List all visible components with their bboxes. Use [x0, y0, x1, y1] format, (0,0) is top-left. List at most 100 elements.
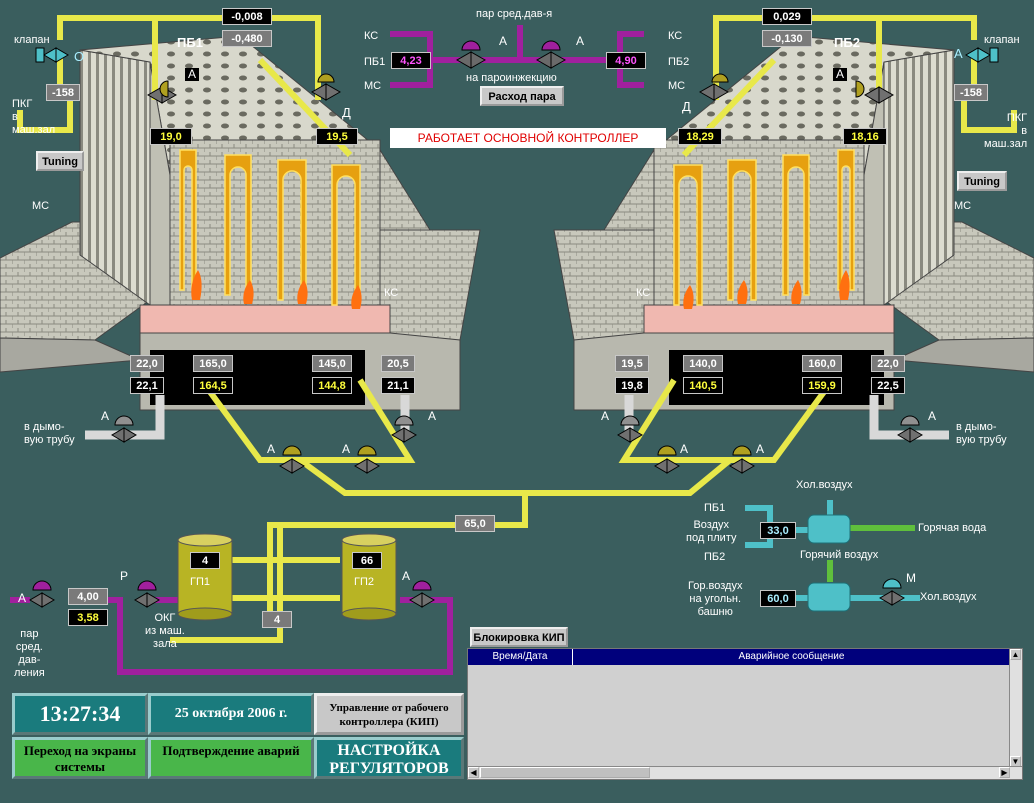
temp-right-1: 18,29 [678, 128, 722, 145]
air-under-label: Воздух под плиту [686, 519, 737, 544]
valves [29, 47, 991, 608]
scroll-left-icon[interactable]: ◀ [468, 767, 479, 778]
out-left-2-bottom: 164,5 [193, 377, 233, 394]
ks-label-left: КС [364, 30, 379, 42]
column-separator [572, 649, 573, 665]
steam-valve1-mode: А [499, 34, 508, 48]
ks-label-right: КС [668, 30, 683, 42]
temp-right-2: 18,16 [843, 128, 887, 145]
alarm-table-header: Время/Дата Аварийное сообщение [468, 649, 1010, 665]
flue-right-valve-1-mode: А [601, 409, 610, 423]
steam-valve2-mode: А [576, 34, 585, 48]
vertical-scrollbar[interactable]: ▲ ▼ [1009, 649, 1022, 767]
gp1-value: 4 [190, 552, 220, 569]
press-right-bottom: -0,130 [762, 30, 812, 47]
chimney-right-label: в дымо- вую трубу [956, 421, 1007, 446]
heat-exchangers [807, 514, 851, 612]
water-pipes [827, 525, 915, 582]
controller-status: РАБОТАЕТ ОСНОВНОЙ КОНТРОЛЛЕР [390, 128, 666, 148]
scroll-right-icon[interactable]: ▶ [999, 767, 1010, 778]
boiler-left-mode-d: Д [342, 105, 351, 120]
press-right-top: 0,029 [762, 8, 812, 25]
temp-left-2: 19,5 [316, 128, 358, 145]
regulator-settings-button[interactable]: НАСТРОЙКА РЕГУЛЯТОРОВ [314, 737, 464, 779]
boiler-right-title: ПБ2 [834, 35, 860, 50]
valve-right-label: клапан [984, 34, 1020, 46]
out-left-3-bottom: 144,8 [312, 377, 352, 394]
air-value: 33,0 [760, 522, 796, 539]
gp2-value: 66 [352, 552, 382, 569]
injection-label: на пароинжекцию [466, 72, 557, 84]
pkg-right-label: ПКГ в маш.зал [984, 112, 1028, 150]
pb2-steam-label: ПБ2 [668, 56, 690, 68]
out-right-1-bottom: 19,8 [615, 377, 649, 394]
tuning-left-button[interactable]: Tuning [36, 151, 84, 171]
steam-flow-button[interactable]: Расход пара [480, 86, 564, 106]
coal-air-value: 60,0 [760, 590, 796, 607]
boiler-right-mode-d: Д [682, 99, 691, 114]
out-left-2-top: 165,0 [193, 355, 233, 372]
flue-right-valve-2-mode: А [928, 409, 937, 423]
air-pb1-label: ПБ1 [704, 502, 726, 514]
out-right-3-bottom: 159,9 [802, 377, 842, 394]
column-alarm-message[interactable]: Аварийное сообщение [738, 651, 845, 662]
hot-air-label: Горячий воздух [800, 549, 879, 561]
ms-left-label: МС [32, 200, 50, 212]
gas-right-valve-1-mode: А [680, 442, 689, 456]
valve-left-value: -158 [46, 84, 80, 101]
out-left-3-top: 145,0 [312, 355, 352, 372]
scroll-thumb[interactable] [480, 767, 650, 778]
tuning-right-button[interactable]: Tuning [957, 171, 1007, 191]
cold-air-out-label: Хол.воздух [920, 591, 977, 603]
steam-actual-value: 3,58 [68, 609, 108, 626]
coal-tower-label: Гор.воздух на угольн. башню [688, 580, 743, 618]
out-left-1-top: 22,0 [130, 355, 164, 372]
gas-total-value: 65,0 [455, 515, 495, 532]
ks-left-label: КС [384, 287, 399, 299]
air-valve-m-mode: М [906, 571, 916, 585]
valve-left-label: клапан [14, 34, 50, 46]
out-right-1-top: 19,5 [615, 355, 649, 372]
gas-left-valve-1-mode: А [267, 442, 276, 456]
scroll-up-icon[interactable]: ▲ [1010, 649, 1021, 660]
gas-right-valve-2-mode: А [756, 442, 765, 456]
gp1-label: ГП1 [190, 576, 210, 588]
boiler-right [553, 35, 1034, 411]
horizontal-scrollbar[interactable]: ◀ ▶ [468, 766, 1022, 779]
steam-valve-r-mode: Р [120, 569, 129, 583]
pkg-left-label: ПКГ в маш.зал [12, 98, 56, 136]
flue-left-valve-1-mode: А [101, 409, 110, 423]
out-right-3-top: 160,0 [802, 355, 842, 372]
steam-pb1-value: 4,23 [391, 52, 431, 69]
flue-left-valve-2-mode: А [428, 409, 437, 423]
ms-right-label: МС [954, 200, 972, 212]
clock-display: 13:27:34 [12, 693, 148, 735]
system-screens-button[interactable]: Переход на экраны системы [12, 737, 148, 779]
press-left-top: -0,008 [222, 8, 272, 25]
out-left-4-bottom: 21,1 [381, 377, 415, 394]
out-right-2-top: 140,0 [683, 355, 723, 372]
date-display: 25 октября 2006 г. [148, 693, 314, 735]
boiler-left-title: ПБ1 [177, 35, 203, 50]
air-pb2-label: ПБ2 [704, 551, 726, 563]
kip-lock-button[interactable]: Блокировка КИП [470, 627, 568, 647]
out-right-2-bottom: 140,5 [683, 377, 723, 394]
boiler-right-mode-a: А [833, 68, 848, 81]
valve-left-mode: О [74, 49, 85, 64]
steam-pipes [10, 25, 644, 675]
alarm-table[interactable]: Время/Дата Аварийное сообщение ▲ ▼ ◀ ▶ [467, 648, 1023, 780]
out-left-1-bottom: 22,1 [130, 377, 164, 394]
okg-label: ОКГ из маш. зала [145, 612, 185, 650]
control-mode-display: Управление от рабочего контроллера (КИП) [314, 693, 464, 735]
pb1-steam-label: ПБ1 [364, 56, 386, 68]
acknowledge-alarms-button[interactable]: Подтверждение аварий [148, 737, 314, 779]
column-time-date[interactable]: Время/Дата [492, 651, 548, 662]
steam-header-label: пар сред.дав-я [476, 8, 553, 20]
steam-pressure-label: пар сред. дав- ления [14, 628, 45, 679]
ms-label-right: МС [668, 80, 686, 92]
boiler-left-mode-a: А [185, 68, 200, 81]
valve-right-mode: А [954, 46, 963, 61]
ks-right-label: КС [636, 287, 651, 299]
